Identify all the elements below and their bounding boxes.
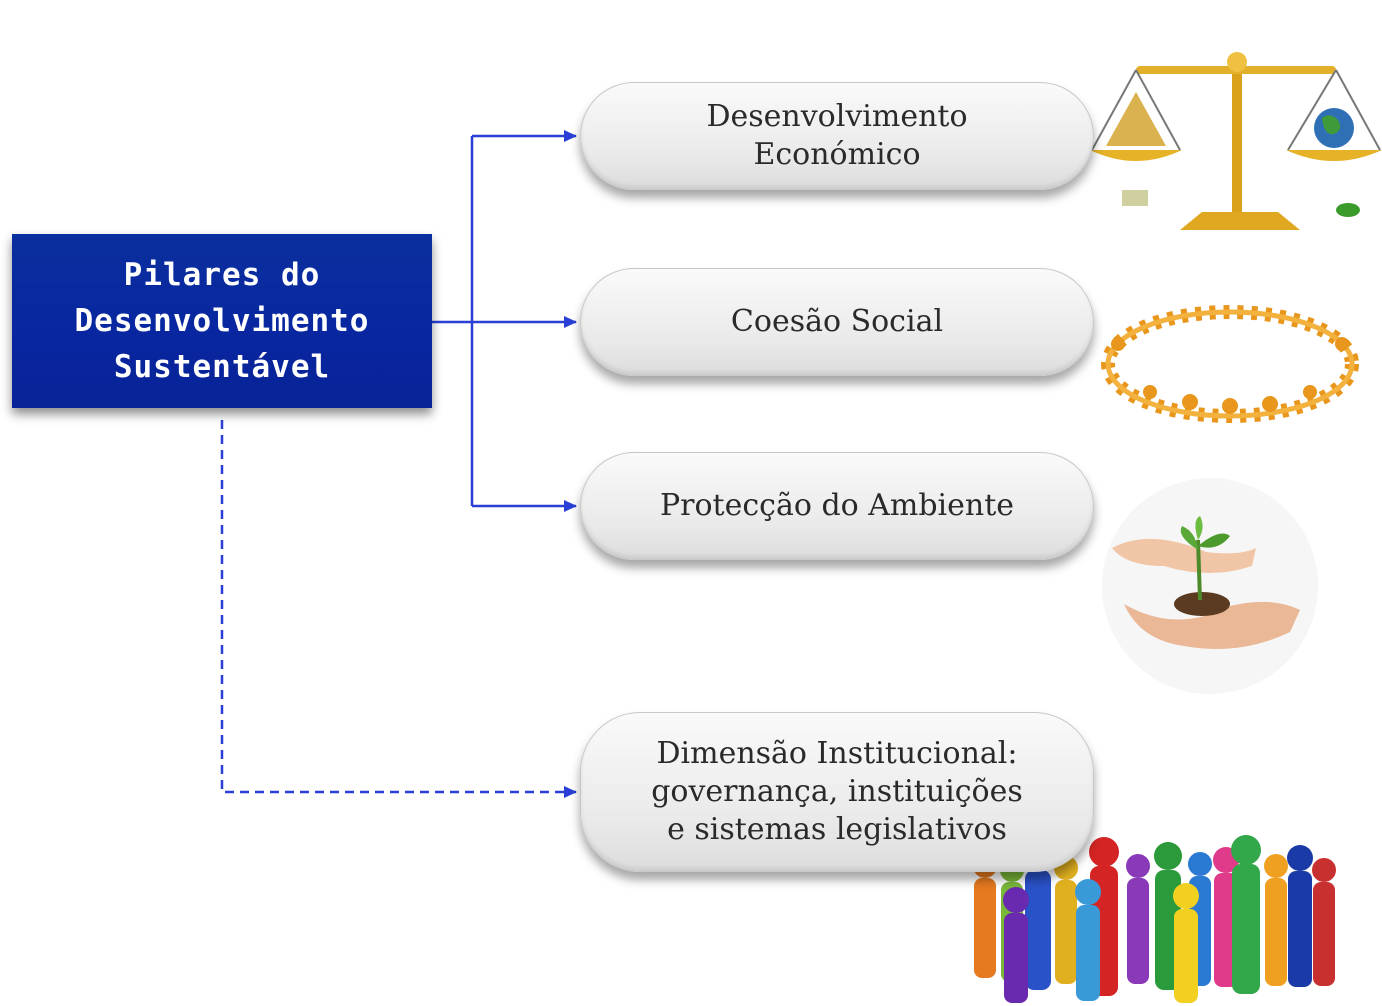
pillar-label: governança, instituições — [651, 774, 1023, 809]
crowd-people-icon — [973, 835, 1336, 1003]
pillar-label: Desenvolvimento — [706, 99, 968, 134]
pillar-economic: Desenvolvimento Económico — [580, 82, 1094, 190]
dashed-arrow-to-institutional — [220, 420, 577, 798]
pillar-environment: Protecção do Ambiente — [580, 452, 1094, 560]
main-title-line: Desenvolvimento — [74, 303, 370, 339]
pillar-label: Protecção do Ambiente — [659, 488, 1015, 523]
main-title-line: Sustentável — [113, 349, 331, 385]
pillar-label: Económico — [753, 137, 921, 172]
pillar-social: Coesão Social — [580, 268, 1094, 376]
hands-seedling-icon — [1102, 478, 1318, 694]
people-circle-icon — [1101, 305, 1359, 423]
pillar-label: Dimensão Institucional: — [656, 736, 1018, 771]
pillar-label: e sistemas legislativos — [667, 812, 1007, 847]
balance-scale-icon — [1090, 52, 1382, 230]
pillar-label: Coesão Social — [730, 304, 944, 339]
main-title-line: Pilares do — [123, 257, 321, 293]
main-concept-box: Pilares do Desenvolvimento Sustentável — [12, 234, 432, 408]
pillar-institutional: Dimensão Institucional: governança, inst… — [580, 712, 1094, 872]
